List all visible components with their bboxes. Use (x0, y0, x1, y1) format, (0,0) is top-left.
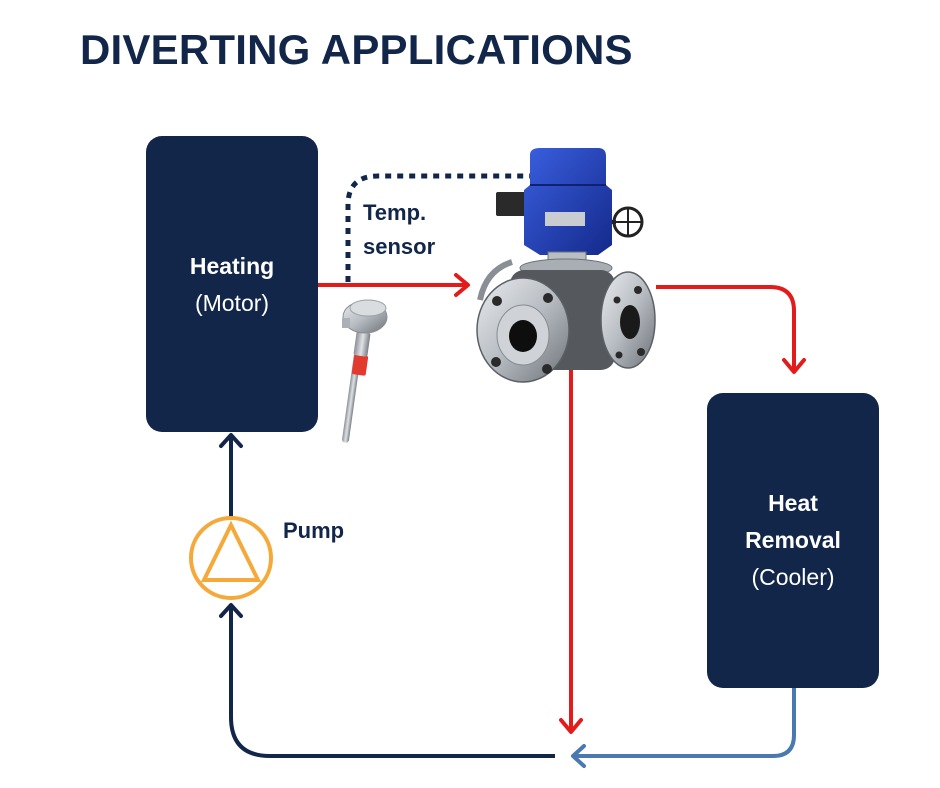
heating-subtitle: (Motor) (194, 290, 270, 316)
pump-icon (189, 516, 273, 600)
heat-removal-cooler-box: Heat Removal (Cooler) (707, 393, 879, 688)
cooler-subtitle: (Cooler) (751, 564, 835, 590)
return-flow-to-heating (219, 433, 243, 517)
heating-motor-box: Heating (Motor) (146, 136, 318, 432)
page-title: DIVERTING APPLICATIONS (80, 26, 633, 73)
cooler-title-line2: Removal (745, 527, 841, 553)
hot-flow-to-valve (318, 273, 470, 297)
hot-flow-to-cooler (656, 285, 806, 374)
temp-sensor-label: Temp. sensor (363, 196, 435, 264)
signal-line (345, 173, 530, 282)
temp-sensor-label-line1: Temp. (363, 200, 427, 225)
pump-label: Pump (283, 518, 345, 543)
cooler-title-line1: Heat (768, 490, 818, 516)
three-way-valve-icon (476, 148, 656, 383)
cool-flow-from-cooler (571, 688, 796, 768)
return-flow-to-pump (219, 603, 555, 758)
hot-bypass-flow (559, 360, 583, 734)
temp-sensor-label-line2: sensor (363, 234, 436, 259)
heating-title: Heating (189, 253, 275, 279)
temp-sensor-icon (342, 299, 388, 443)
